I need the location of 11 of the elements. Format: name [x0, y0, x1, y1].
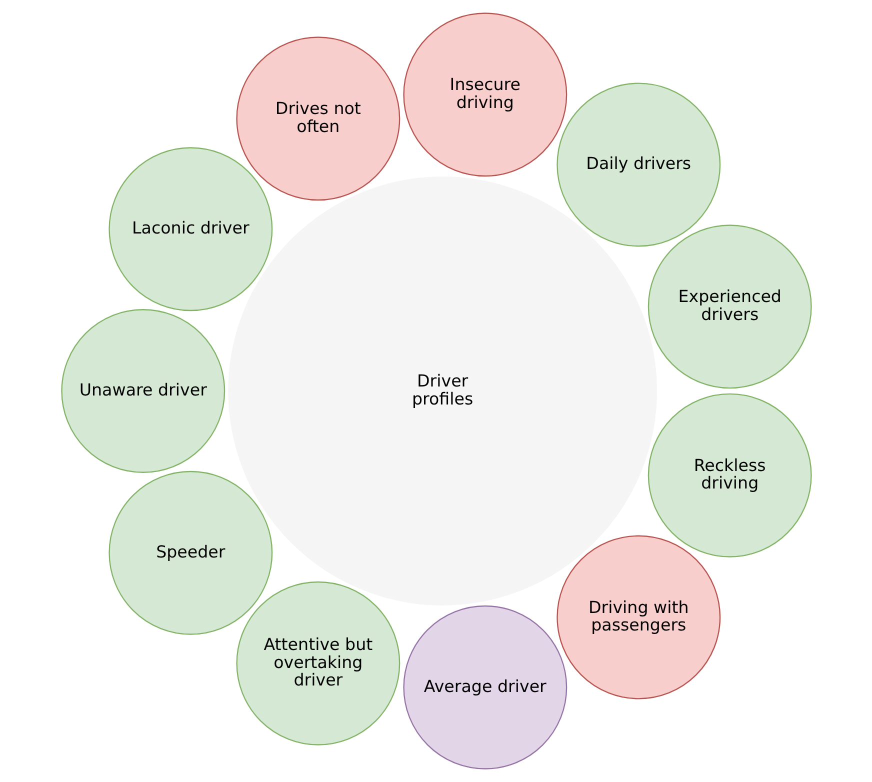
node-circle: Experienced drivers: [647, 224, 812, 389]
node-circle: Speeder: [108, 470, 272, 635]
node-circle: Average driver: [402, 605, 567, 770]
node-circle: Attentive but overtaking driver: [236, 581, 400, 746]
node-circle: Unaware driver: [60, 309, 225, 473]
node-circle: Drives not often: [236, 36, 400, 201]
node-circle: Reckless driving: [647, 393, 812, 558]
node-circle: Driving with passengers: [556, 535, 720, 700]
node-circle: Laconic driver: [108, 147, 272, 312]
node-circle: Daily drivers: [556, 82, 720, 247]
node-circle: Insecure driving: [402, 12, 567, 177]
